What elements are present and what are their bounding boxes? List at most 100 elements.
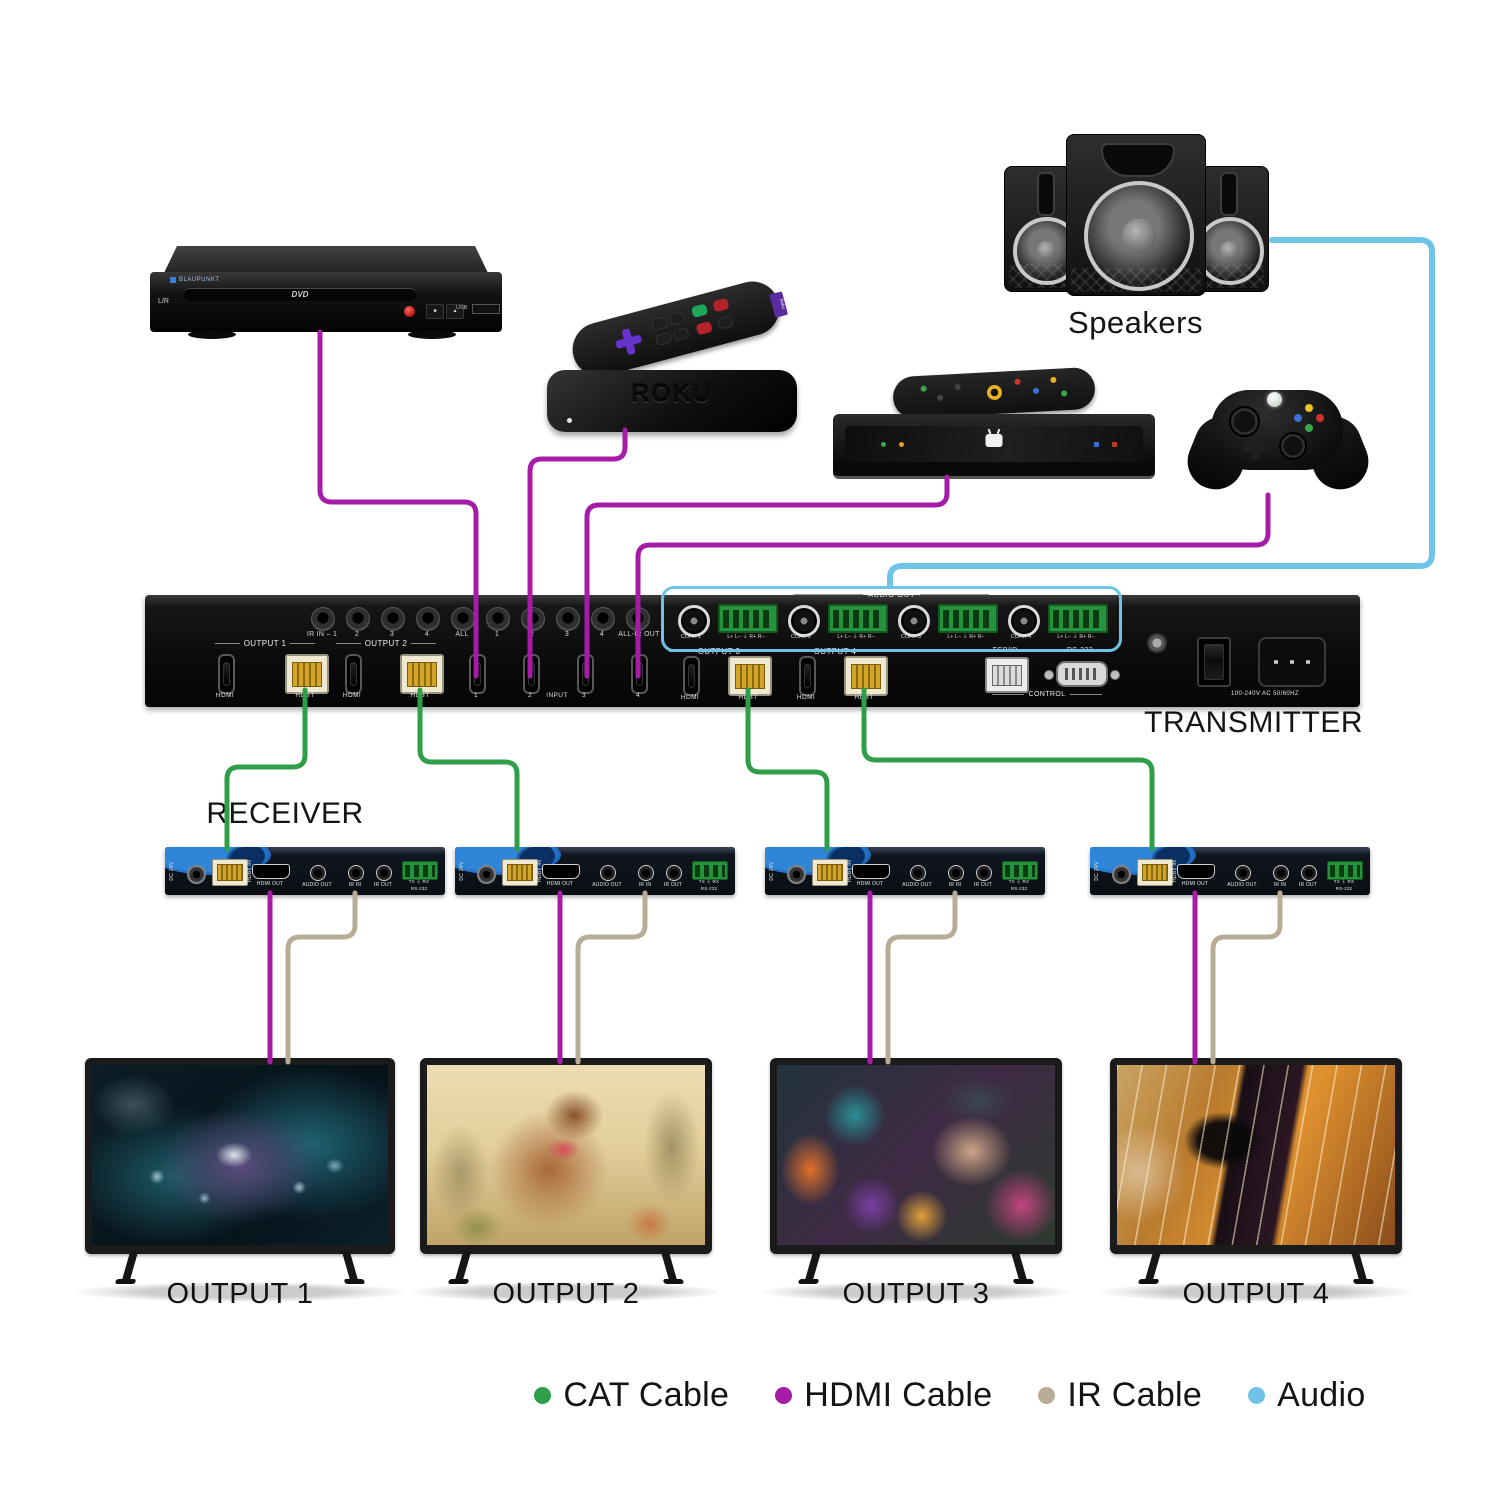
ir-cable-dot-icon	[1038, 1387, 1056, 1404]
phoenix-pin-label: L+ L– ⏚ R+ R–	[837, 634, 875, 640]
tv-leg	[1144, 1251, 1162, 1281]
power-led	[881, 442, 886, 447]
ir-out-label: IR OUT	[1298, 882, 1318, 888]
rs232-pin-label: TX ⏚ RX	[698, 879, 720, 884]
speaker-horn	[1101, 143, 1175, 177]
b-button	[1316, 414, 1324, 422]
tcpip-port	[985, 657, 1029, 693]
tv4-screen-guitar	[1117, 1065, 1395, 1245]
tv-floor-shadow	[75, 1282, 405, 1302]
dc-power-jack	[1112, 865, 1131, 884]
audio-out-jack	[310, 865, 326, 881]
ir-cable-label: IR Cable	[1067, 1376, 1203, 1414]
input2-label: 2	[527, 692, 532, 699]
balanced-audio-port	[1048, 604, 1108, 633]
brand-mark	[1112, 442, 1117, 447]
coax-audio-port	[678, 605, 710, 637]
speaker-horn	[1220, 172, 1238, 216]
dvd-player: BLAUPUNKT DVD L/R ■ ▲ USB	[150, 246, 502, 341]
ir-in-label: IR IN	[1273, 882, 1287, 888]
dc-power-label: DC 24V	[769, 861, 775, 881]
balanced-audio-port	[828, 604, 888, 633]
hdmi-output2-port	[345, 654, 362, 694]
dvd-top-face	[164, 246, 488, 273]
hdmi-out-label: HDMI OUT	[1181, 881, 1209, 887]
dpad-icon	[613, 326, 645, 358]
hdmi-label: HDMI	[342, 692, 362, 699]
hdbt-output4-port	[844, 656, 888, 696]
ir-in-jack	[348, 865, 364, 881]
tv-output-3	[770, 1058, 1062, 1281]
tv-leg	[804, 1251, 822, 1281]
output1-label: OUTPUT 1	[85, 1278, 395, 1311]
receiver-4: DC 24V HDBT IN HDMI OUT AUDIO OUT IR IN …	[1090, 847, 1370, 895]
speaker-system	[998, 128, 1273, 300]
rs232-phoenix-port	[1002, 861, 1038, 880]
hdmi-out-label: HDMI OUT	[256, 881, 284, 887]
cat-cable-output3-to-receiver3	[745, 687, 830, 852]
remote-button	[672, 327, 690, 342]
hdmi-input4-port	[631, 654, 648, 694]
ir-in-jack	[638, 865, 654, 881]
audio-out-label: AUDIO OUT	[302, 882, 332, 888]
receiver-top-face	[455, 847, 735, 853]
cat-cable-output2-to-receiver2	[417, 687, 520, 852]
speaker-horn	[1037, 172, 1055, 216]
output1-group-label: OUTPUT 1	[215, 639, 315, 648]
tv-output-2	[420, 1058, 712, 1281]
ir-jack	[311, 607, 335, 631]
receiver-1: DC 24V HDBT IN HDMI OUT AUDIO OUT IR IN …	[165, 847, 445, 895]
hdbt-in-port	[212, 859, 248, 886]
audio-label: Audio	[1277, 1376, 1366, 1414]
coax-label: COAX 4	[1010, 634, 1032, 640]
tv-leg	[1010, 1251, 1028, 1281]
ir-out-label: IR OUT	[663, 882, 683, 888]
rs232-pin-label: TX ⏚ RX	[408, 879, 430, 884]
ir-jack	[416, 607, 440, 631]
roku-box: ROKU	[547, 370, 797, 432]
audio-dot-icon	[1248, 1387, 1266, 1404]
receiver-unit: DC 24V HDBT IN HDMI OUT AUDIO OUT IR IN …	[1090, 847, 1370, 895]
rs232-label: RS-232	[700, 886, 718, 891]
ir-in-jack	[1273, 865, 1289, 881]
coax-audio-port	[898, 605, 930, 637]
hdbt-output2-port	[400, 654, 444, 694]
hdmi-out-port	[1177, 864, 1215, 879]
hdmi-label: HDMI	[796, 694, 816, 701]
xbox-home-button	[1267, 392, 1282, 407]
ir-out-jack	[666, 865, 682, 881]
remote-button	[1050, 376, 1057, 384]
receiver-unit: DC 24V HDBT IN HDMI OUT AUDIO OUT IR IN …	[455, 847, 735, 895]
ir-cable-receiver2-to-tv2	[575, 890, 648, 1065]
tv-leg	[1350, 1251, 1368, 1281]
coax-label: COAX 1	[680, 634, 702, 640]
remote-button	[655, 331, 673, 347]
hdbt-output3-port	[728, 656, 772, 696]
receiver-3: DC 24V HDBT IN HDMI OUT AUDIO OUT IR IN …	[765, 847, 1045, 895]
xbox-controller	[1179, 370, 1377, 505]
output3-label: OUTPUT 3	[770, 1278, 1062, 1311]
phoenix-pin-label: L+ L– ⏚ R+ R–	[727, 634, 765, 640]
balanced-audio-port	[938, 604, 998, 633]
tv-floor-shadow	[1100, 1282, 1412, 1302]
remote-button	[1032, 387, 1040, 394]
ground-screw	[1147, 633, 1167, 653]
dpad-icon	[1243, 436, 1267, 460]
hdmi-output1-port	[218, 654, 235, 694]
hdbt-in-port	[1137, 859, 1173, 886]
hdbt-label: HDBT	[854, 694, 874, 701]
speaker-grill	[1071, 268, 1201, 292]
hdbt-label: HDBT	[295, 692, 315, 699]
power-rating-label: 100-240V AC 50/60HZ	[1231, 691, 1299, 697]
ir-in-jack	[948, 865, 964, 881]
tv-leg	[341, 1251, 359, 1281]
legend-item-cat: CAT Cable	[534, 1376, 729, 1415]
audio-out-jack	[1235, 865, 1251, 881]
coax-audio-port	[1008, 605, 1040, 637]
y-button	[1305, 404, 1313, 412]
play-button	[404, 306, 415, 317]
roku-streaming-player: Roku ROKU	[542, 275, 804, 438]
dc-power-jack	[187, 865, 206, 884]
dvd-foot	[188, 330, 236, 339]
